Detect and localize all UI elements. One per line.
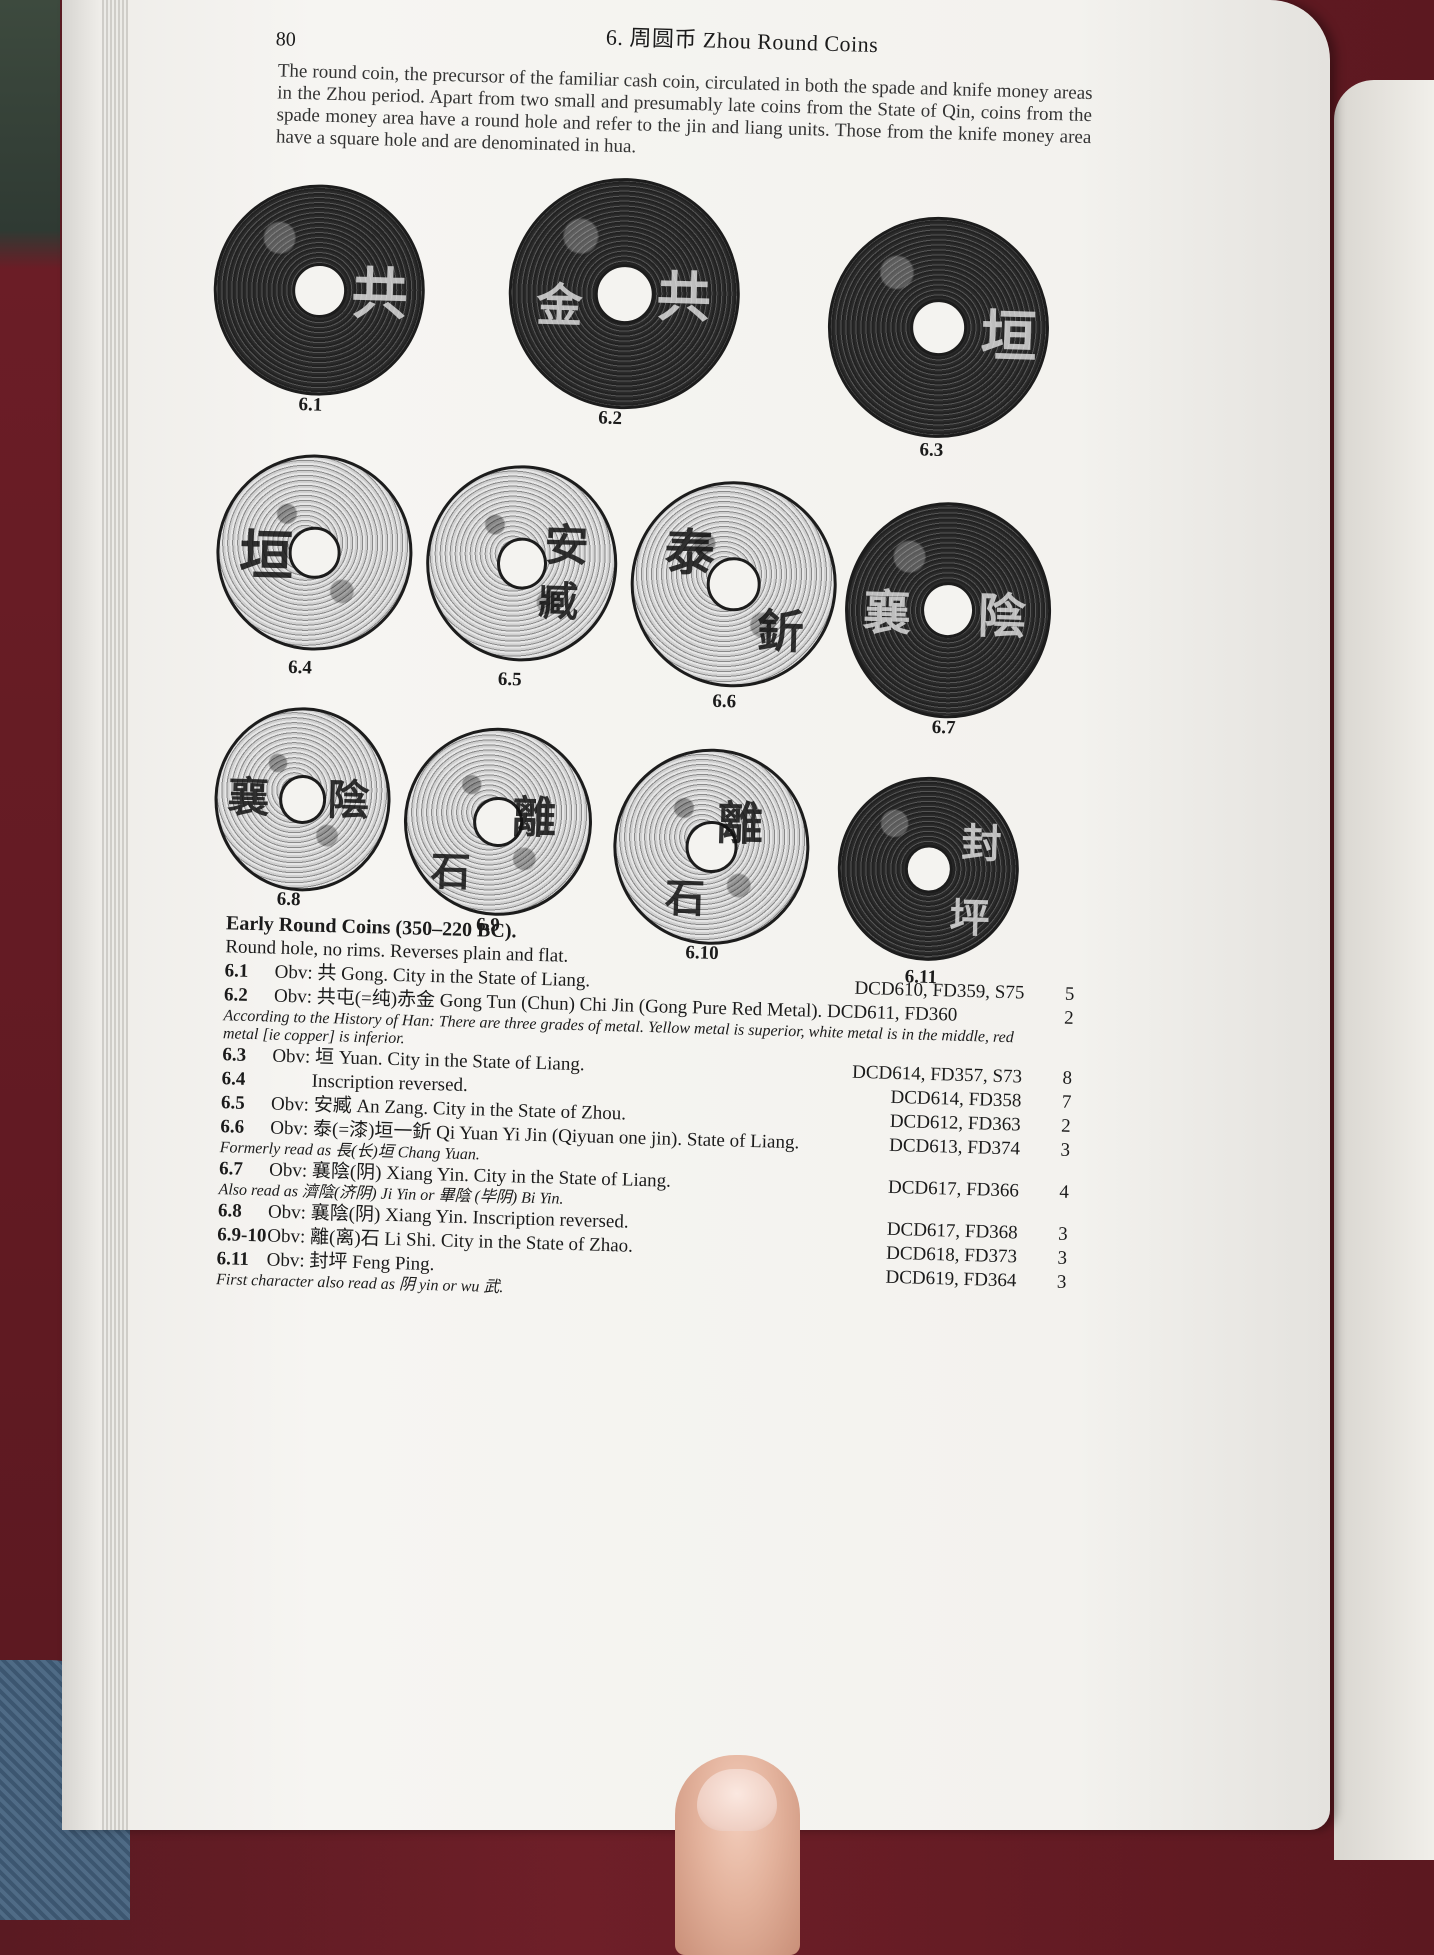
running-head: 6. 周圆币 Zhou Round Coins <box>605 24 879 58</box>
entry-rarity: 3 <box>1056 1271 1067 1293</box>
entry-rarity: 3 <box>1057 1247 1068 1269</box>
coin-hole <box>593 262 656 325</box>
coin-glyph: 石 <box>664 875 706 923</box>
coin-glyph: 垣 <box>979 304 1038 371</box>
entry-reference: DCD617, FD368 <box>886 1218 1018 1244</box>
coin-label: 6.6 <box>712 690 737 713</box>
intro-paragraph: The round coin, the precursor of the fam… <box>275 60 1093 158</box>
coin-image: 襄 陰 <box>211 704 394 894</box>
coin-hole <box>290 261 348 319</box>
entry-rarity: 3 <box>1060 1139 1071 1161</box>
book-page: 80 6. 周圆币 Zhou Round Coins The round coi… <box>62 0 1330 1830</box>
coin-glyph: 襄 <box>226 772 271 823</box>
coin-label: 6.7 <box>931 716 956 739</box>
coin-hole <box>278 774 327 825</box>
entry-text: Inscription reversed. <box>311 1070 469 1097</box>
coin-hole <box>903 843 954 894</box>
catalog-section: Early Round Coins (350–220 BC). Round ho… <box>216 912 1106 1313</box>
entry-rarity: 2 <box>1060 1115 1071 1137</box>
page-content: 80 6. 周圆币 Zhou Round Coins The round coi… <box>11 0 1330 1847</box>
coin-glyph: 釿 <box>756 603 805 660</box>
entry-reference: DCD618, FD373 <box>885 1242 1018 1268</box>
coin-glyph: 襄 <box>862 584 912 643</box>
coin-glyph: 金 <box>535 277 584 333</box>
coin-glyph: 離 <box>716 795 764 852</box>
entry-rarity: 2 <box>1063 1007 1075 1029</box>
entry-number: 6.1 <box>224 960 249 982</box>
coin-image: 安 臧 <box>423 462 620 664</box>
coin-image: 垣 <box>213 451 416 654</box>
coin-glyph: 陰 <box>977 588 1027 646</box>
coin-image: 共 金 <box>505 174 743 413</box>
background-cloth <box>0 0 60 1920</box>
page-edge-stack <box>102 0 128 1830</box>
entry-number: 6.6 <box>220 1116 245 1138</box>
coin-hole <box>287 526 341 580</box>
entry-rarity: 7 <box>1061 1091 1072 1113</box>
coin-glyph: 安 <box>543 519 590 573</box>
coin-label: 6.5 <box>497 668 522 691</box>
entry-text: Obv: 封坪 Feng Ping. <box>266 1249 435 1276</box>
coin-label: 6.2 <box>597 407 623 430</box>
coin-image: 離 石 <box>610 746 813 948</box>
coin-label: 6.4 <box>287 656 313 679</box>
coin-hole <box>920 581 976 640</box>
entry-reference: DCD612, FD363 <box>889 1110 1022 1136</box>
coin-glyph: 共 <box>655 265 712 330</box>
coin-glyph: 共 <box>350 261 409 329</box>
coin-image: 垣 <box>824 213 1052 441</box>
coin-glyph: 泰 <box>663 523 716 583</box>
entry-reference: DCD619, FD364 <box>885 1266 1017 1292</box>
entry-reference: DCD613, FD374 <box>888 1134 1021 1160</box>
coin-glyph: 封 <box>960 820 1003 868</box>
entry-number: 6.9-10 <box>217 1224 267 1247</box>
entry-number: 6.3 <box>222 1044 247 1066</box>
entry-number: 6.7 <box>218 1158 244 1180</box>
coin-image: 泰 釿 <box>627 478 840 691</box>
thumbnail-nail <box>697 1769 777 1831</box>
coin-hole <box>908 297 969 357</box>
entry-reference: DCD614, FD358 <box>890 1086 1022 1112</box>
coin-label: 6.3 <box>919 439 944 462</box>
coin-glyph: 石 <box>429 848 472 897</box>
entry-rarity: 3 <box>1057 1223 1068 1245</box>
entry-number: 6.2 <box>223 984 249 1006</box>
entry-rarity: 8 <box>1062 1067 1073 1089</box>
entry-rarity: 5 <box>1064 983 1075 1005</box>
coin-glyph: 臧 <box>537 578 579 626</box>
coin-image: 襄 陰 <box>842 499 1055 722</box>
entry-number: 6.4 <box>221 1068 246 1090</box>
coin-glyph: 陰 <box>326 775 371 826</box>
coin-glyph: 離 <box>511 792 557 845</box>
facing-page <box>1334 80 1434 1860</box>
coin-glyph: 垣 <box>238 523 295 588</box>
page-number: 80 <box>275 28 297 51</box>
entry-number: 6.5 <box>220 1092 246 1114</box>
entry-number: 6.8 <box>217 1200 243 1222</box>
coin-hole <box>705 556 762 613</box>
thumb <box>675 1755 800 1955</box>
coin-label: 6.1 <box>298 394 323 416</box>
coin-label: 6.8 <box>276 888 301 911</box>
entry-reference: DCD617, FD366 <box>887 1176 1020 1202</box>
coin-image: 離 石 <box>401 725 595 919</box>
entry-number: 6.11 <box>216 1248 250 1271</box>
coin-image: 共 <box>210 181 428 399</box>
entry-rarity: 4 <box>1059 1181 1070 1203</box>
